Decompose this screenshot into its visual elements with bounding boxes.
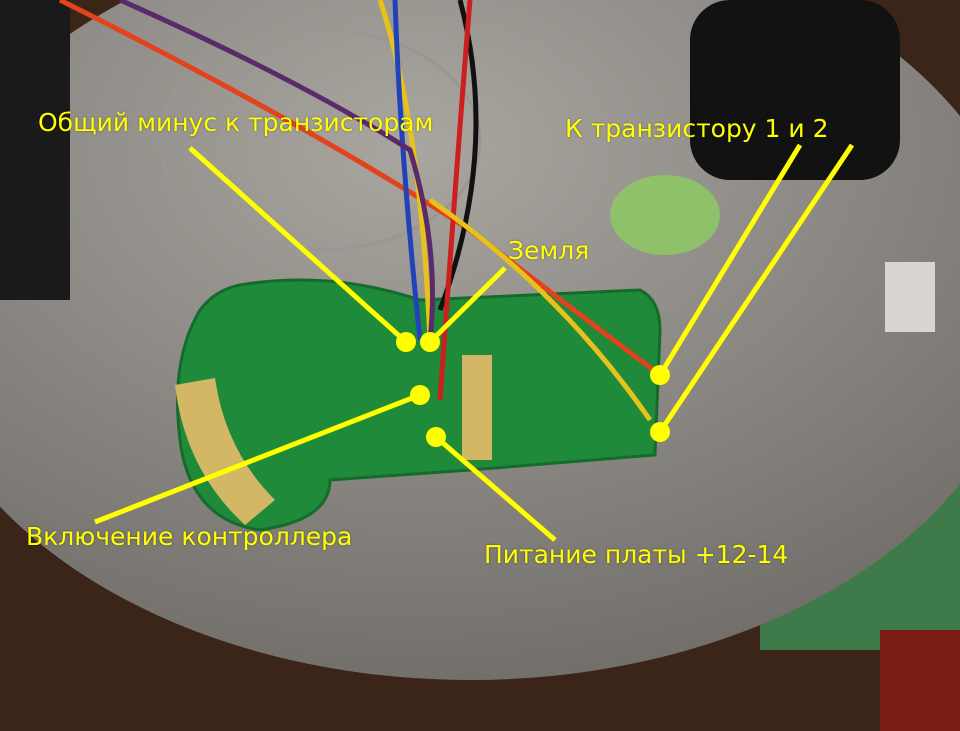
label-ground: Земля bbox=[508, 236, 590, 265]
white-tape bbox=[885, 262, 935, 332]
pcb-board bbox=[176, 278, 662, 532]
foam-hole bbox=[610, 175, 720, 255]
label-common-minus: Общий минус к транзисторам bbox=[38, 108, 434, 137]
black-part-left bbox=[0, 0, 70, 300]
annotation-lines bbox=[94, 143, 855, 542]
black-part-top-right bbox=[690, 0, 900, 180]
label-controller-enable: Включение контроллера bbox=[26, 522, 353, 551]
label-board-power: Питание платы +12-14 bbox=[484, 540, 789, 569]
red-part bbox=[880, 630, 960, 731]
annotation-dots bbox=[396, 332, 670, 447]
pcb-gold-strips bbox=[462, 355, 492, 460]
disc-center-ring bbox=[158, 28, 482, 252]
pcb-gold-pads bbox=[175, 378, 275, 525]
label-to-transistor: К транзистору 1 и 2 bbox=[565, 114, 829, 143]
